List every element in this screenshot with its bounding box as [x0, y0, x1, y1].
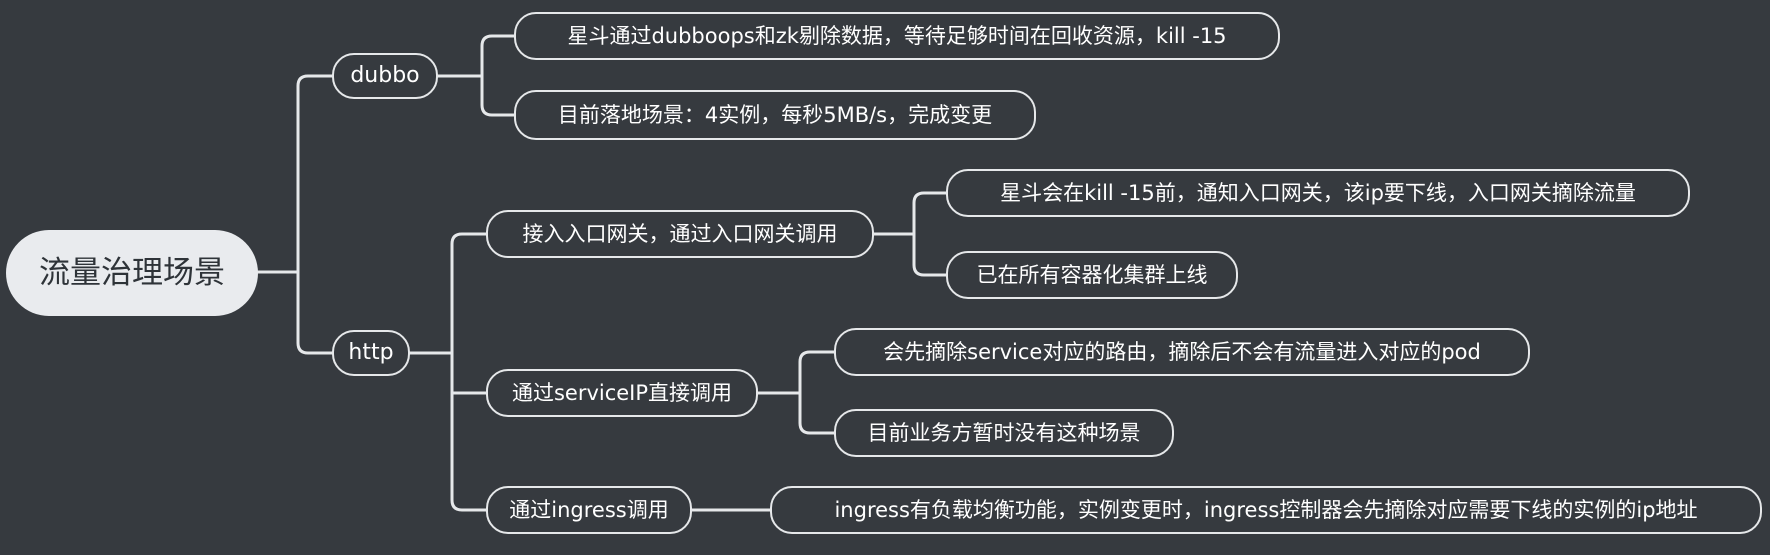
connector-dubbo-child-1 — [480, 34, 516, 78]
gateway-child-1-label: 星斗会在kill -15前，通知入口网关，该ip要下线，入口网关摘除流量 — [1000, 180, 1636, 205]
dubbo-child-1-label: 星斗通过dubboops和zk剔除数据，等待足够时间在回收资源，kill -15 — [567, 23, 1227, 48]
branch-http-label: http — [348, 340, 394, 365]
connector-http-child-2 — [450, 351, 488, 395]
dubbo-child-2[interactable]: 目前落地场景：4实例，每秒5MB/s，完成变更 — [514, 90, 1036, 140]
serviceip-child-1-label: 会先摘除service对应的路由，摘除后不会有流量进入对应的pod — [883, 339, 1481, 364]
ingress-child-1-label: ingress有负载均衡功能，实例变更时，ingress控制器会先摘除对应需要下… — [834, 497, 1698, 522]
http-child-gateway[interactable]: 接入入口网关，通过入口网关调用 — [486, 210, 874, 258]
connector-gateway-child-1 — [912, 191, 948, 236]
serviceip-child-2[interactable]: 目前业务方暂时没有这种场景 — [834, 409, 1174, 457]
root-node[interactable]: 流量治理场景 — [6, 230, 258, 316]
branch-dubbo-label: dubbo — [350, 63, 420, 88]
root-label: 流量治理场景 — [39, 254, 225, 291]
serviceip-child-1[interactable]: 会先摘除service对应的路由，摘除后不会有流量进入对应的pod — [834, 328, 1530, 376]
connector-serviceip-child-2 — [798, 391, 836, 435]
http-child-serviceip-label: 通过serviceIP直接调用 — [511, 380, 733, 405]
connector-gateway-child-2 — [912, 232, 948, 277]
dubbo-child-1[interactable]: 星斗通过dubboops和zk剔除数据，等待足够时间在回收资源，kill -15 — [514, 12, 1280, 60]
connector-serviceip-child-1 — [798, 350, 836, 395]
http-child-gateway-label: 接入入口网关，通过入口网关调用 — [522, 221, 838, 246]
connector-http-child-3 — [450, 391, 488, 512]
gateway-child-1[interactable]: 星斗会在kill -15前，通知入口网关，该ip要下线，入口网关摘除流量 — [946, 169, 1690, 217]
connector-dubbo-child-2 — [480, 74, 516, 117]
connector-root-dubbo — [296, 74, 334, 274]
serviceip-child-2-label: 目前业务方暂时没有这种场景 — [867, 420, 1141, 445]
branch-http[interactable]: http — [332, 330, 410, 376]
dubbo-child-2-label: 目前落地场景：4实例，每秒5MB/s，完成变更 — [557, 102, 993, 127]
connector-http-child-1 — [450, 232, 488, 355]
ingress-child-1[interactable]: ingress有负载均衡功能，实例变更时，ingress控制器会先摘除对应需要下… — [770, 486, 1762, 534]
http-child-ingress[interactable]: 通过ingress调用 — [486, 486, 692, 534]
http-child-serviceip[interactable]: 通过serviceIP直接调用 — [486, 369, 758, 417]
gateway-child-2-label: 已在所有容器化集群上线 — [976, 262, 1208, 287]
gateway-child-2[interactable]: 已在所有容器化集群上线 — [946, 251, 1238, 299]
connector-root-http — [296, 270, 334, 355]
branch-dubbo[interactable]: dubbo — [332, 53, 438, 99]
http-child-ingress-label: 通过ingress调用 — [509, 497, 669, 522]
